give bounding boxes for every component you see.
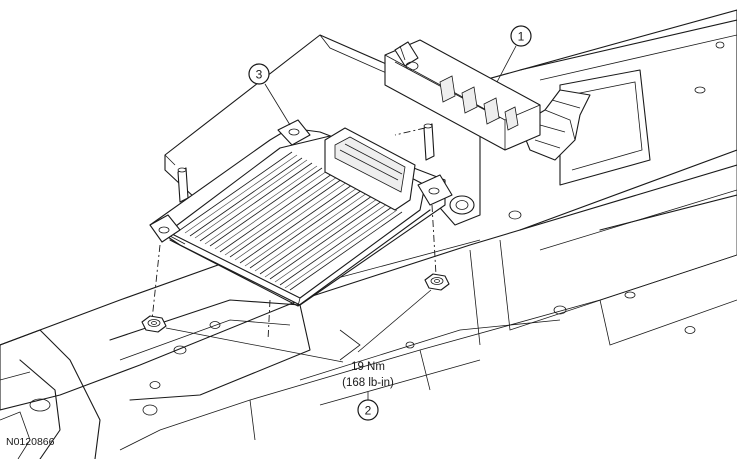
callout-2: 2 [357,392,379,421]
alignment-lines [151,127,437,341]
heat-sink-fins [179,151,403,291]
electrical-connector [384,39,591,161]
nut-right [424,273,450,291]
nut-left [141,315,167,333]
callout-1-label: 1 [518,30,525,44]
callout-3: 3 [248,63,270,85]
callout-3-label: 3 [256,68,263,82]
torque-metric: 19 Nm [351,361,385,373]
mounting-nuts [141,273,450,363]
figure-code: N0120866 [6,436,55,448]
callout-2-label: 2 [365,404,372,418]
torque-imperial: (168 lb-in) [342,377,394,389]
control-module [149,83,453,307]
callout-1: 1 [510,25,532,47]
